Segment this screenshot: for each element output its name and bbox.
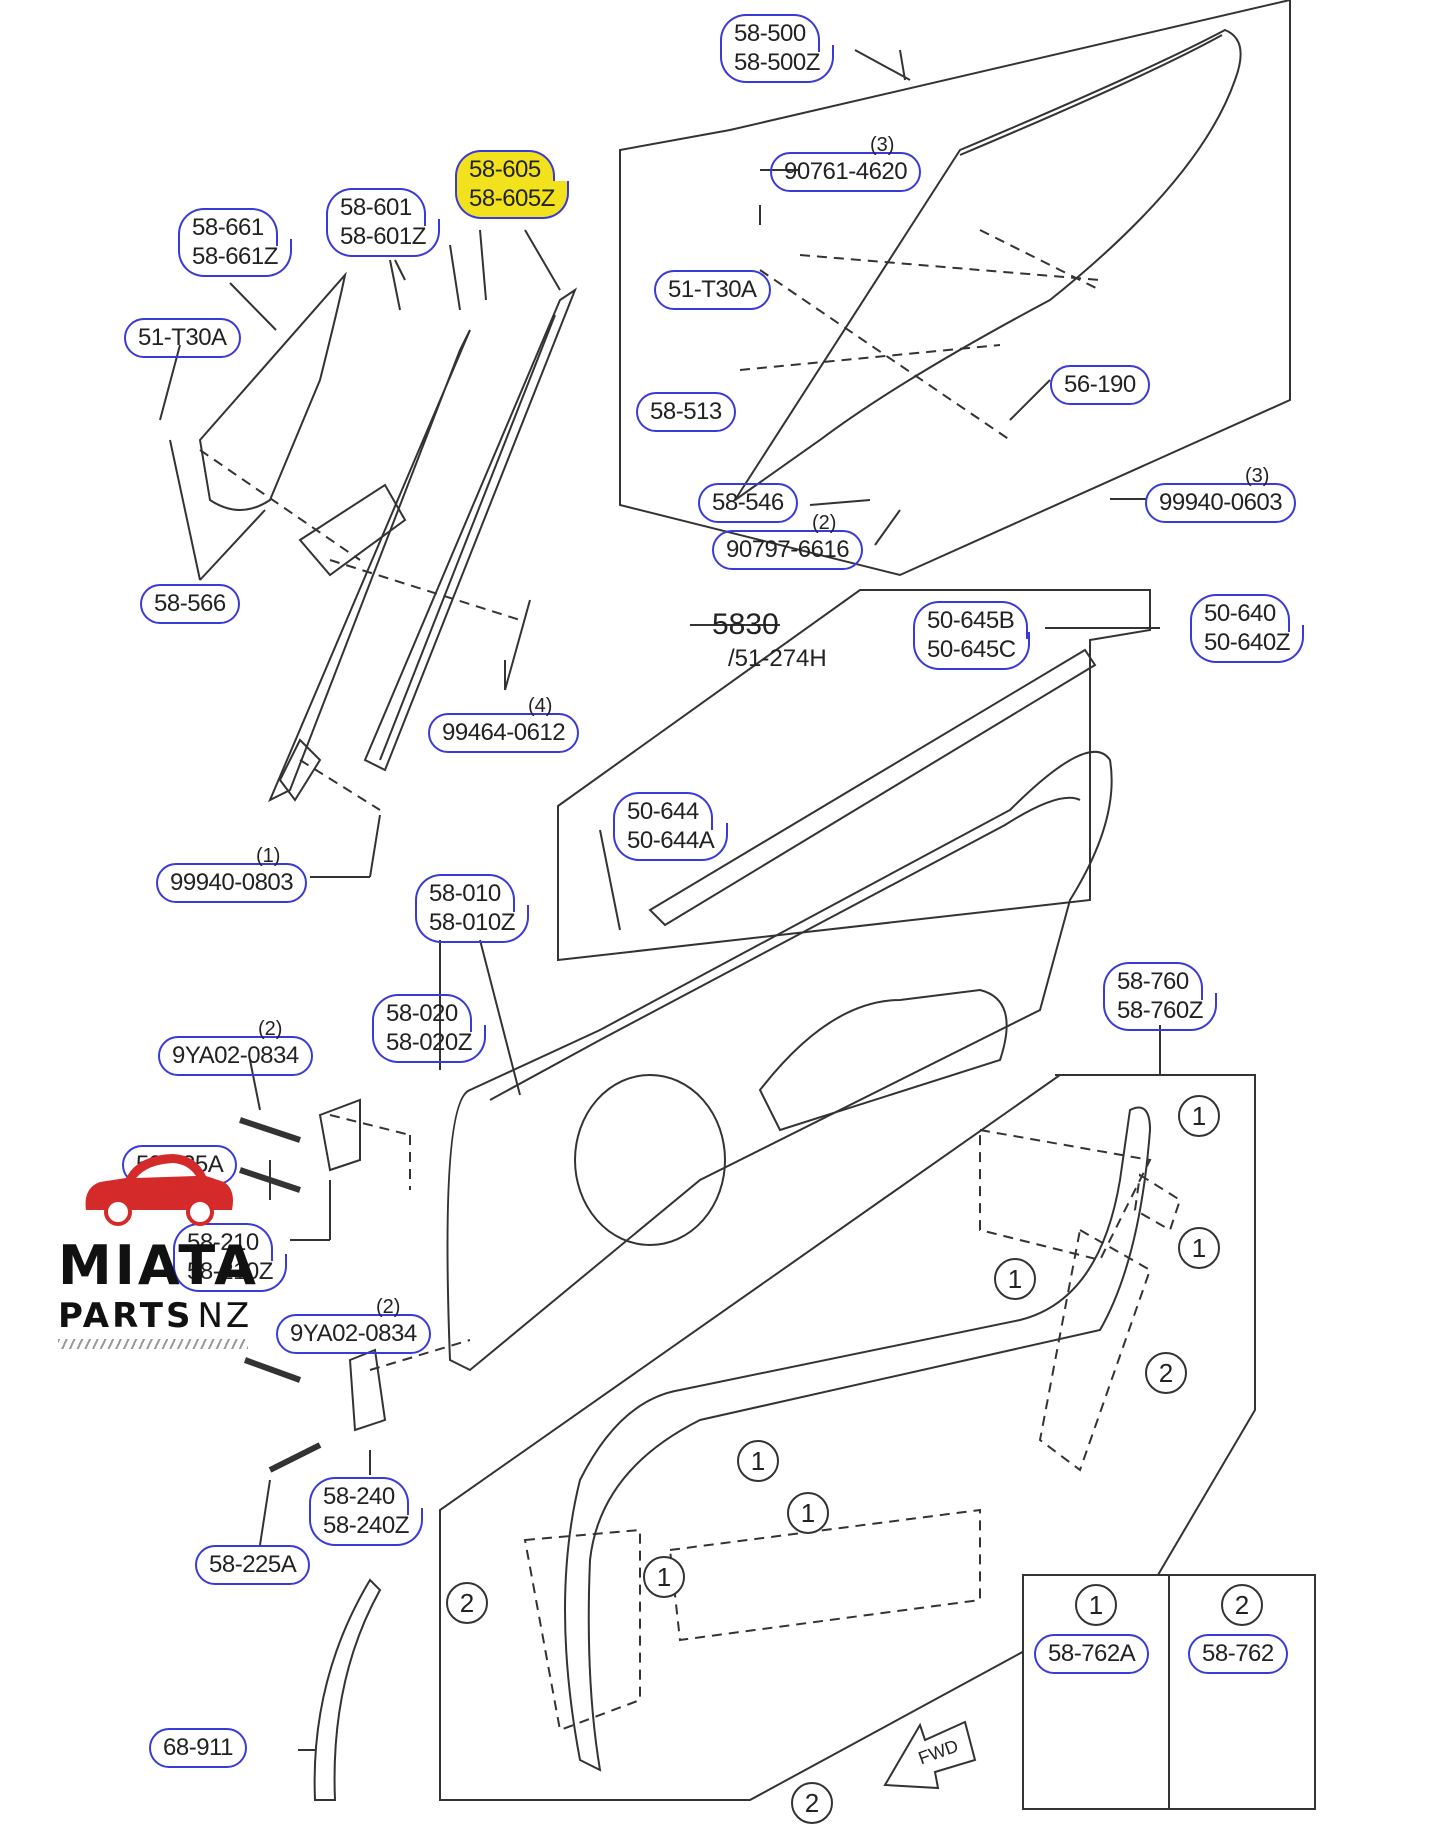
part-label-58-661z[interactable]: 58-661Z [178, 239, 292, 277]
legend-part-1[interactable]: 58-762A [1034, 1634, 1150, 1674]
callout-2: 2 [791, 1782, 833, 1824]
part-label-50-644a[interactable]: 50-644A [613, 823, 729, 861]
part-label-51-t30a[interactable]: 51-T30A [654, 270, 771, 310]
part-label-58-605z[interactable]: 58-605Z [455, 181, 569, 219]
part-label-58-225a[interactable]: 58-225A [195, 1545, 311, 1585]
part-label-58-020[interactable]: 58-020 [372, 994, 472, 1032]
callout-1: 1 [787, 1492, 829, 1534]
part-label-90797-6616[interactable]: 90797-6616 [712, 530, 864, 570]
quantity-note: (3) [870, 134, 895, 156]
part-label-68-911[interactable]: 68-911 [149, 1728, 247, 1768]
part-label-58-546[interactable]: 58-546 [698, 483, 798, 523]
callout-2: 2 [446, 1582, 488, 1624]
part-label-58-210z[interactable]: 58-210Z [173, 1254, 287, 1292]
part-label-9ya02-0834[interactable]: 9YA02-0834 [276, 1314, 431, 1354]
part-label-58-601z[interactable]: 58-601Z [326, 219, 440, 257]
door-glass-outline [619, 0, 1291, 577]
part-label-50-640z[interactable]: 50-640Z [1190, 625, 1304, 663]
legend-cell-2: 2 58-762 [1168, 1576, 1314, 1808]
callout-1: 1 [643, 1556, 685, 1598]
logo-line-2b: NZ [197, 1296, 253, 1336]
part-label-58-010z[interactable]: 58-010Z [415, 905, 529, 943]
quantity-note: (2) [376, 1296, 401, 1318]
part-label-58-240[interactable]: 58-240 [309, 1477, 409, 1515]
part-label-99940-0803[interactable]: 99940-0803 [156, 863, 308, 903]
quantity-note: (4) [528, 695, 553, 717]
legend-part-2[interactable]: 58-762 [1188, 1634, 1288, 1674]
part-label-58-240z[interactable]: 58-240Z [309, 1508, 423, 1546]
part-label-56-190[interactable]: 56-190 [1050, 365, 1150, 405]
callout-2: 2 [1145, 1352, 1187, 1394]
fwd-arrow [883, 1720, 977, 1790]
part-label-58-500[interactable]: 58-500 [720, 14, 820, 52]
part-label-58-566[interactable]: 58-566 [140, 584, 240, 624]
part-label-58-210[interactable]: 58-210 [173, 1223, 273, 1261]
quantity-note: (2) [258, 1018, 283, 1040]
callout-1: 1 [737, 1440, 779, 1482]
part-label-50-645b[interactable]: 50-645B [913, 601, 1029, 639]
ref-5830-label: 5830 [712, 608, 779, 641]
logo-hatch [58, 1339, 248, 1349]
quantity-note: (2) [812, 512, 837, 534]
legend-key-2: 2 [1221, 1584, 1263, 1626]
part-label-50-645c[interactable]: 50-645C [913, 632, 1030, 670]
part-label-50-644[interactable]: 50-644 [613, 792, 713, 830]
callout-1: 1 [1178, 1227, 1220, 1269]
clip-legend: 1 58-762A 2 58-762 [1022, 1574, 1316, 1810]
quantity-note: (1) [256, 845, 281, 867]
part-label-58-010[interactable]: 58-010 [415, 874, 515, 912]
ref-51-274h-label: /51-274H [728, 645, 827, 672]
callout-1: 1 [1178, 1095, 1220, 1137]
part-label-90761-4620[interactable]: 90761-4620 [770, 152, 922, 192]
part-label-58-601[interactable]: 58-601 [326, 188, 426, 226]
part-label-99464-0612[interactable]: 99464-0612 [428, 713, 580, 753]
part-label-58-500z[interactable]: 58-500Z [720, 45, 834, 83]
legend-key-1: 1 [1075, 1584, 1117, 1626]
legend-cell-1: 1 58-762A [1024, 1576, 1168, 1808]
part-label-99940-0603[interactable]: 99940-0603 [1145, 483, 1297, 523]
part-label-50-640[interactable]: 50-640 [1190, 594, 1290, 632]
part-label-58-760[interactable]: 58-760 [1103, 962, 1203, 1000]
part-label-58-020z[interactable]: 58-020Z [372, 1025, 486, 1063]
car-logo-icon [85, 1154, 233, 1226]
part-label-9ya02-0834[interactable]: 9YA02-0834 [158, 1036, 313, 1076]
part-label-58-760z[interactable]: 58-760Z [1103, 993, 1217, 1031]
logo-line-1: MIATA [58, 1234, 259, 1297]
part-label-58-513[interactable]: 58-513 [636, 392, 736, 432]
callout-1: 1 [994, 1258, 1036, 1300]
quantity-note: (3) [1245, 465, 1270, 487]
part-label-51-t30a[interactable]: 51-T30A [124, 318, 241, 358]
part-label-58-661[interactable]: 58-661 [178, 208, 278, 246]
logo-line-2a: PARTS [58, 1296, 194, 1336]
